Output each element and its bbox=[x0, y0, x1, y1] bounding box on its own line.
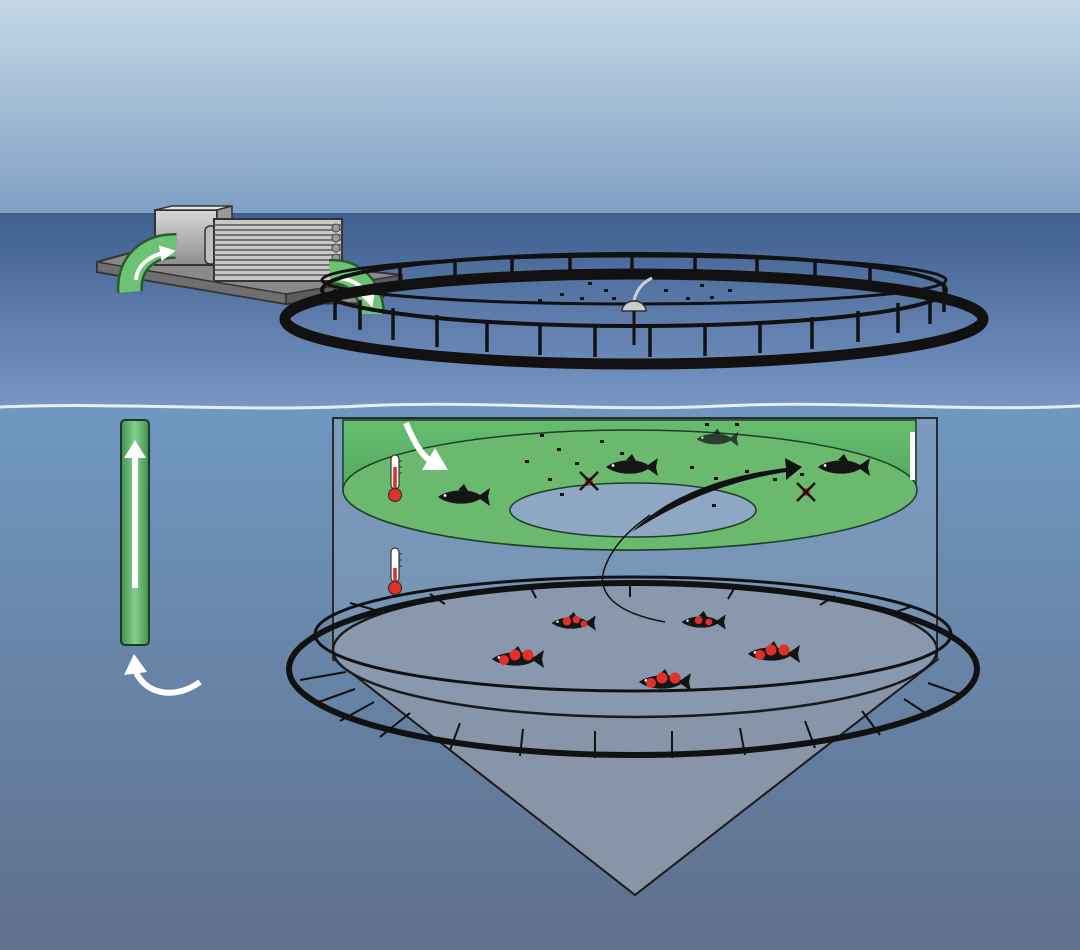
sea-lice-icon bbox=[562, 617, 572, 626]
fish-swim-path bbox=[601, 514, 666, 623]
intake-flow-arrow-icon bbox=[132, 668, 202, 696]
lice-infested-salmon bbox=[681, 610, 726, 630]
flow-arrow-icon bbox=[124, 440, 146, 458]
lice-infested-salmon bbox=[748, 641, 800, 663]
lice-infested-salmon bbox=[551, 611, 596, 631]
cooling-unit-icon bbox=[204, 218, 343, 282]
lice-infested-salmon bbox=[492, 646, 544, 668]
sky bbox=[0, 0, 1080, 215]
lice-infested-salmon bbox=[639, 669, 691, 691]
thermometer-icon bbox=[387, 547, 403, 596]
lice-skirt bbox=[342, 419, 918, 551]
floating-collar bbox=[279, 252, 989, 370]
dead-lice-cross-icon bbox=[579, 471, 599, 491]
deep-water-intake-pipe bbox=[120, 419, 150, 646]
dead-lice-cross-icon bbox=[796, 482, 816, 502]
feed-pellets-underwater bbox=[525, 423, 804, 507]
lower-ring bbox=[286, 575, 980, 758]
thermometer-icon bbox=[387, 454, 403, 503]
feed-spreader-icon bbox=[621, 276, 653, 345]
jump-arrow-icon bbox=[632, 458, 802, 532]
feed-pellets bbox=[538, 273, 732, 302]
waterline bbox=[0, 402, 1080, 410]
